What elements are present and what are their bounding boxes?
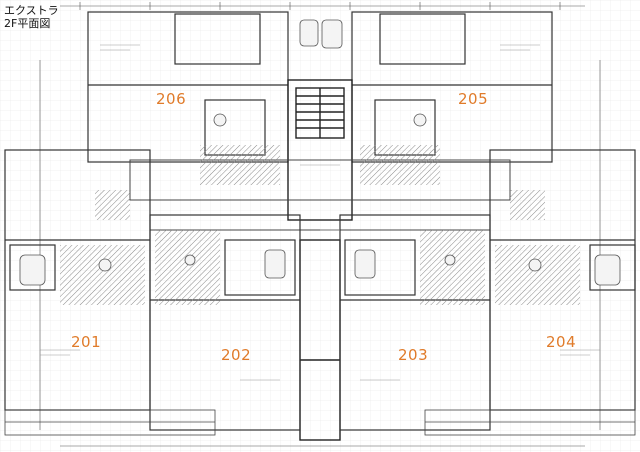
unit-number-201: 201 (71, 333, 102, 351)
unit-number-205: 205 (458, 90, 489, 108)
unit-number-204: 204 (546, 333, 577, 351)
fixtures (19, 19, 621, 286)
annotation-marks (40, 44, 600, 381)
unit-number-202: 202 (221, 346, 252, 364)
hatched-areas (60, 145, 580, 305)
unit-number-203: 203 (398, 346, 429, 364)
floor-label: 2F平面図 (4, 17, 51, 30)
unit-number-206: 206 (156, 90, 187, 108)
balconies (4, 409, 636, 436)
building-name: エクストラ (4, 4, 59, 17)
